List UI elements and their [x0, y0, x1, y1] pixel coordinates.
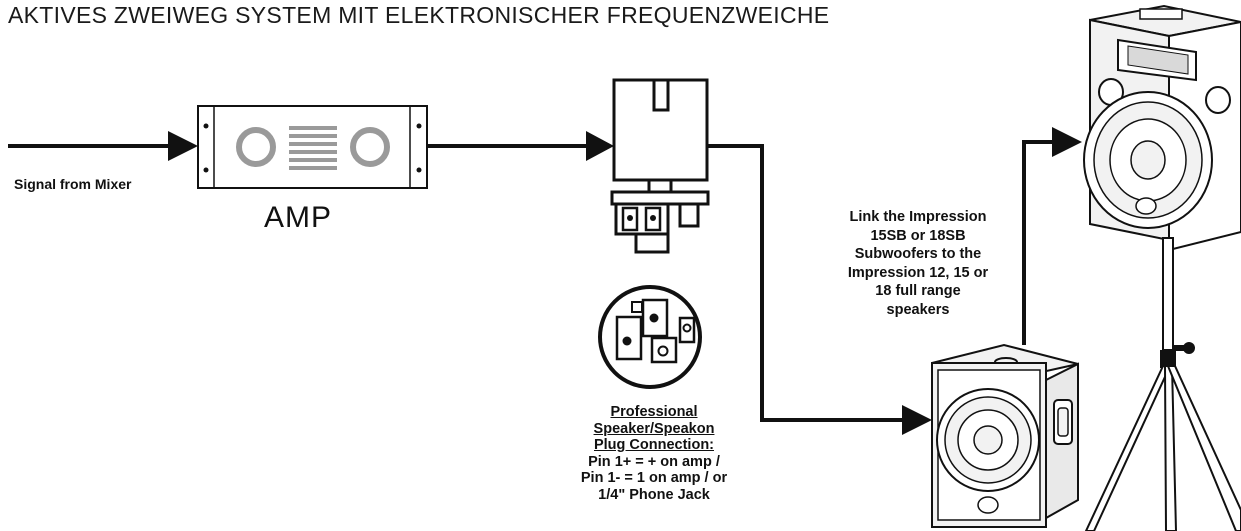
full-range-speaker-icon — [1083, 4, 1241, 252]
amplifier-icon — [197, 105, 428, 189]
tripod-stand-icon — [1084, 237, 1241, 531]
link-line: Impression 12, 15 or — [847, 264, 989, 281]
link-instructions: Link the Impression 15SB or 18SB Subwoof… — [812, 208, 1024, 319]
link-line: Subwoofers to the — [854, 246, 982, 262]
link-line: Link the Impression — [849, 209, 987, 225]
signal-from-mixer-label: Signal from Mixer — [14, 176, 132, 192]
link-line: 15SB or 18SB — [870, 227, 966, 244]
signal-arrow — [8, 131, 198, 161]
plug-heading-line: Professional — [610, 404, 698, 420]
speakon-socket-icon — [598, 285, 702, 389]
plug-connection-note: Professional Speaker/Speakon Plug Connec… — [554, 404, 754, 503]
subwoofer-icon — [931, 343, 1079, 528]
link-line: speakers — [886, 301, 950, 318]
amp-label: AMP — [264, 201, 333, 234]
plug-pin-line: Pin 1+ = + on amp / — [588, 453, 720, 470]
subwoofer-to-speaker-arrow — [1022, 127, 1082, 345]
plug-heading-line: Speaker/Speakon — [593, 420, 715, 437]
plug-pin-line: 1/4" Phone Jack — [598, 486, 710, 503]
plug-to-subwoofer-arrow — [707, 144, 932, 435]
plug-pin-line: Pin 1- = 1 on amp / or — [580, 470, 728, 486]
speakon-plug-icon — [610, 78, 710, 254]
amp-to-plug-arrow — [427, 131, 614, 161]
link-line: 18 full range — [875, 283, 961, 299]
diagram-title: AKTIVES ZWEIWEG SYSTEM MIT ELEKTRONISCHE… — [8, 2, 830, 28]
plug-heading-line: Plug Connection: — [593, 437, 714, 453]
